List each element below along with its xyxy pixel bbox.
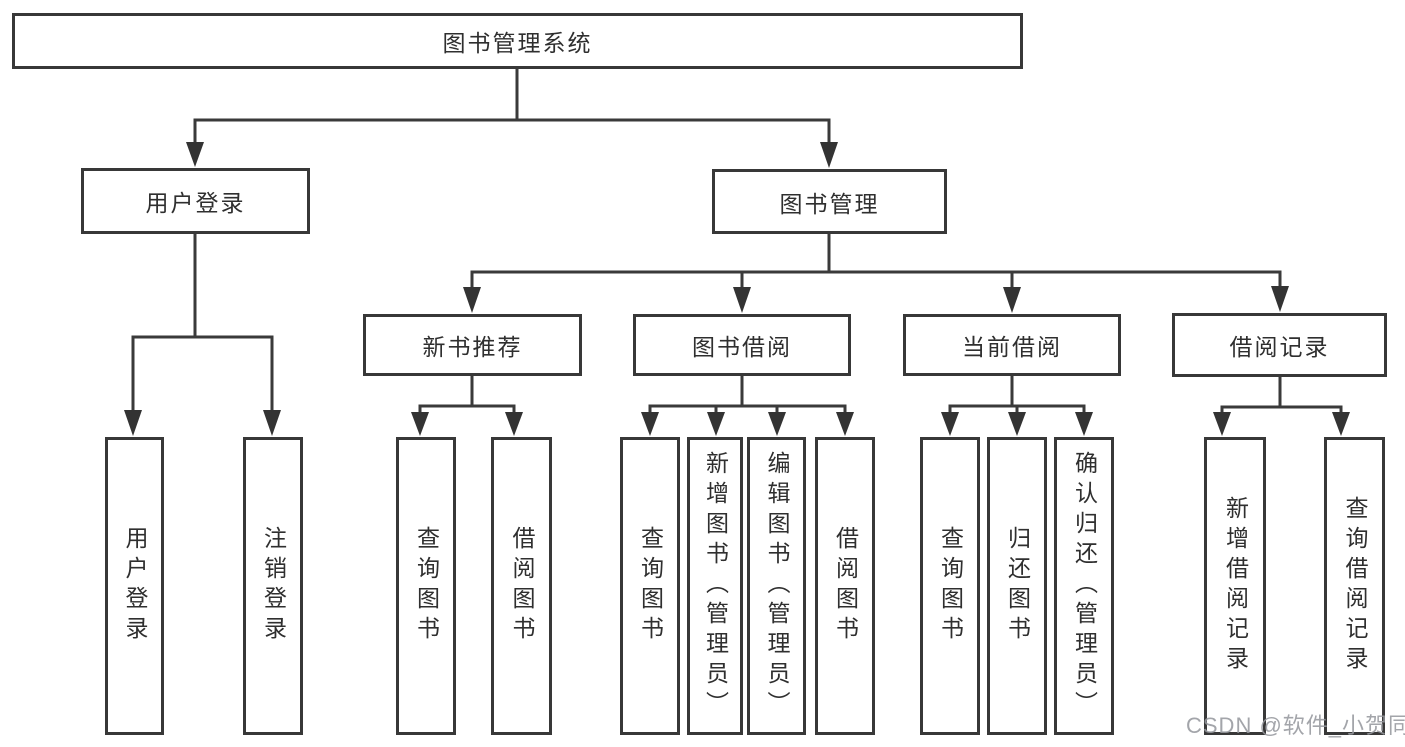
arrow-down-icon [263,410,281,436]
watermark: CSDN @软件_小贺同学 [1186,713,1405,738]
arrow-down-icon [505,412,523,436]
connector-user-login-to-leaves [124,234,281,436]
connector-book-borrow-to-leaves [641,376,854,436]
leaf-logout: 注销登录 [243,437,303,735]
leaf-edit-books-admin: 编辑图书（管理员） [747,437,806,735]
arrow-down-icon [641,412,659,436]
arrow-down-icon [463,287,481,313]
leaf-search-books: 查询图书 [396,437,456,735]
node-root: 图书管理系统 [12,13,1023,69]
arrow-down-icon [820,142,838,168]
arrow-down-icon [707,412,725,436]
arrow-down-icon [124,410,142,436]
leaf-search-borrow-record: 查询借阅记录 [1324,437,1385,735]
arrow-down-icon [768,412,786,436]
node-book-management: 图书管理 [712,169,947,234]
arrow-down-icon [1213,412,1231,436]
connector-root-to-level2 [186,69,838,168]
arrow-down-icon [1008,412,1026,436]
connector-current-borrow-to-leaves [941,376,1093,436]
node-current-borrow: 当前借阅 [903,314,1121,376]
leaf-add-books-admin: 新增图书（管理员） [687,437,743,735]
arrow-down-icon [941,412,959,436]
leaf-search-books: 查询图书 [920,437,980,735]
connector-book-management-to-modules [463,234,1289,313]
leaf-add-borrow-record: 新增借阅记录 [1204,437,1266,735]
node-borrow-records: 借阅记录 [1172,313,1387,377]
leaf-search-books: 查询图书 [620,437,680,735]
leaf-return-books: 归还图书 [987,437,1047,735]
leaf-confirm-return-admin: 确认归还（管理员） [1054,437,1114,735]
arrow-down-icon [186,142,204,167]
arrow-down-icon [836,412,854,436]
leaf-user-login: 用户登录 [105,437,164,735]
arrow-down-icon [733,287,751,313]
connector-borrow-records-to-leaves [1213,377,1350,436]
connector-new-books-to-leaves [411,376,523,436]
arrow-down-icon [1332,412,1350,436]
leaf-borrow-books: 借阅图书 [815,437,875,735]
node-user-login: 用户登录 [81,168,310,234]
arrow-down-icon [1003,287,1021,313]
node-book-borrow: 图书借阅 [633,314,851,376]
arrow-down-icon [1075,412,1093,436]
arrow-down-icon [411,412,429,436]
leaf-borrow-books: 借阅图书 [491,437,552,735]
arrow-down-icon [1271,286,1289,312]
node-new-books: 新书推荐 [363,314,582,376]
